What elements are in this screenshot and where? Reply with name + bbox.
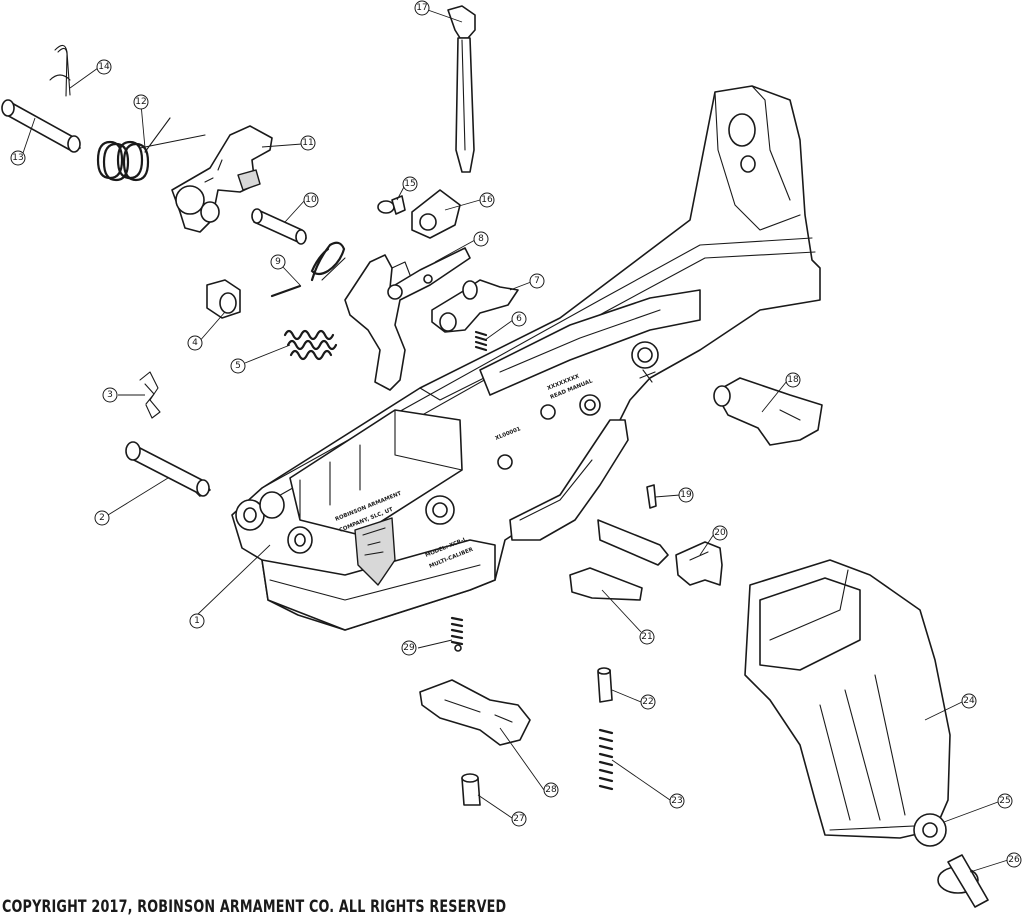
part-5-spring [283, 329, 338, 361]
svg-text:15: 15 [404, 179, 415, 189]
part-10-pin [251, 208, 307, 245]
svg-text:12: 12 [135, 97, 146, 107]
part-24-pistol-grip [744, 559, 951, 839]
callout-28: 28 [543, 782, 559, 798]
callouts: 1 2 3 4 5 6 7 8 9 10 11 12 13 14 15 16 1… [10, 0, 1022, 868]
svg-text:14: 14 [98, 62, 110, 72]
svg-text:6: 6 [516, 314, 522, 324]
svg-text:25: 25 [999, 796, 1010, 806]
callout-leaders [21, 8, 1009, 873]
svg-text:16: 16 [481, 195, 493, 205]
callout-4: 4 [187, 335, 203, 351]
svg-text:7: 7 [534, 276, 540, 286]
svg-text:13: 13 [12, 153, 23, 163]
part-12-hammer-spring [96, 117, 206, 182]
callout-13: 13 [10, 150, 26, 166]
part-4-block [206, 279, 241, 319]
svg-text:18: 18 [787, 375, 799, 385]
callout-25: 25 [997, 793, 1013, 809]
callout-23: 23 [669, 793, 685, 809]
callout-8: 8 [473, 231, 489, 247]
part-3-clip [139, 371, 161, 419]
part-25-washer [913, 813, 947, 847]
part-29-spring [450, 616, 464, 652]
callout-11: 11 [300, 135, 316, 151]
part-17-rod [447, 5, 476, 173]
callout-16: 16 [479, 192, 495, 208]
svg-text:26: 26 [1008, 855, 1020, 865]
callout-21: 21 [639, 629, 655, 645]
part-14-cotter-pin [49, 44, 71, 97]
svg-text:10: 10 [305, 195, 317, 205]
callout-18: 18 [785, 372, 801, 388]
svg-text:20: 20 [714, 528, 726, 538]
svg-text:1: 1 [194, 616, 200, 626]
part-26-screw [937, 854, 989, 908]
svg-text:3: 3 [107, 390, 113, 400]
svg-text:17: 17 [416, 3, 427, 13]
part-18-selector [713, 377, 823, 446]
part-15-pin [377, 195, 406, 215]
part-9-trigger-spring [270, 241, 346, 298]
callout-7: 7 [529, 273, 545, 289]
part-22-pin [597, 667, 613, 703]
callout-12: 12 [133, 94, 149, 110]
part-11-hammer [171, 125, 273, 233]
svg-text:2: 2 [99, 513, 105, 523]
part-6-small-spring [474, 330, 488, 352]
svg-text:19: 19 [680, 490, 692, 500]
callout-2: 2 [94, 510, 110, 526]
callout-24: 24 [961, 693, 977, 709]
callout-15: 15 [402, 176, 418, 192]
svg-text:28: 28 [545, 785, 557, 795]
svg-text:29: 29 [403, 643, 415, 653]
part-20-bolt-catch [675, 541, 723, 586]
svg-text:21: 21 [641, 632, 652, 642]
svg-text:24: 24 [963, 696, 975, 706]
svg-text:27: 27 [513, 814, 524, 824]
callout-17: 17 [414, 0, 430, 16]
callout-26: 26 [1006, 852, 1022, 868]
part-19-pin [646, 484, 657, 509]
callout-14: 14 [96, 59, 112, 75]
svg-text:22: 22 [642, 697, 653, 707]
part-21-mag-release [569, 519, 669, 601]
copyright-footer: COPYRIGHT 2017, ROBINSON ARMAMENT CO. AL… [2, 897, 507, 916]
part-2-pivot-pin [125, 441, 211, 497]
svg-text:11: 11 [302, 138, 313, 148]
part-27-screw [461, 773, 481, 806]
part-13-long-pin [1, 99, 81, 153]
callout-9: 9 [270, 254, 286, 270]
part-1-lower-receiver: ROBINSON ARMAMENT COMPANY, SLC, UT MODEL… [231, 85, 821, 631]
callout-19: 19 [678, 487, 694, 503]
part-7-disconnector [431, 279, 519, 333]
callout-20: 20 [712, 525, 728, 541]
part-28-bracket [419, 679, 531, 746]
callout-3: 3 [102, 387, 118, 403]
part-8-trigger [344, 247, 471, 391]
part-16-detent [411, 189, 461, 239]
callout-6: 6 [511, 311, 527, 327]
svg-text:9: 9 [275, 257, 281, 267]
callout-1: 1 [189, 613, 205, 629]
callout-5: 5 [230, 358, 246, 374]
callout-22: 22 [640, 694, 656, 710]
callout-10: 10 [303, 192, 319, 208]
svg-text:8: 8 [478, 234, 484, 244]
callout-29: 29 [401, 640, 417, 656]
svg-text:5: 5 [235, 361, 241, 371]
svg-text:4: 4 [192, 338, 198, 348]
callout-27: 27 [511, 811, 527, 827]
part-23-spring [598, 728, 614, 791]
svg-text:23: 23 [671, 796, 682, 806]
